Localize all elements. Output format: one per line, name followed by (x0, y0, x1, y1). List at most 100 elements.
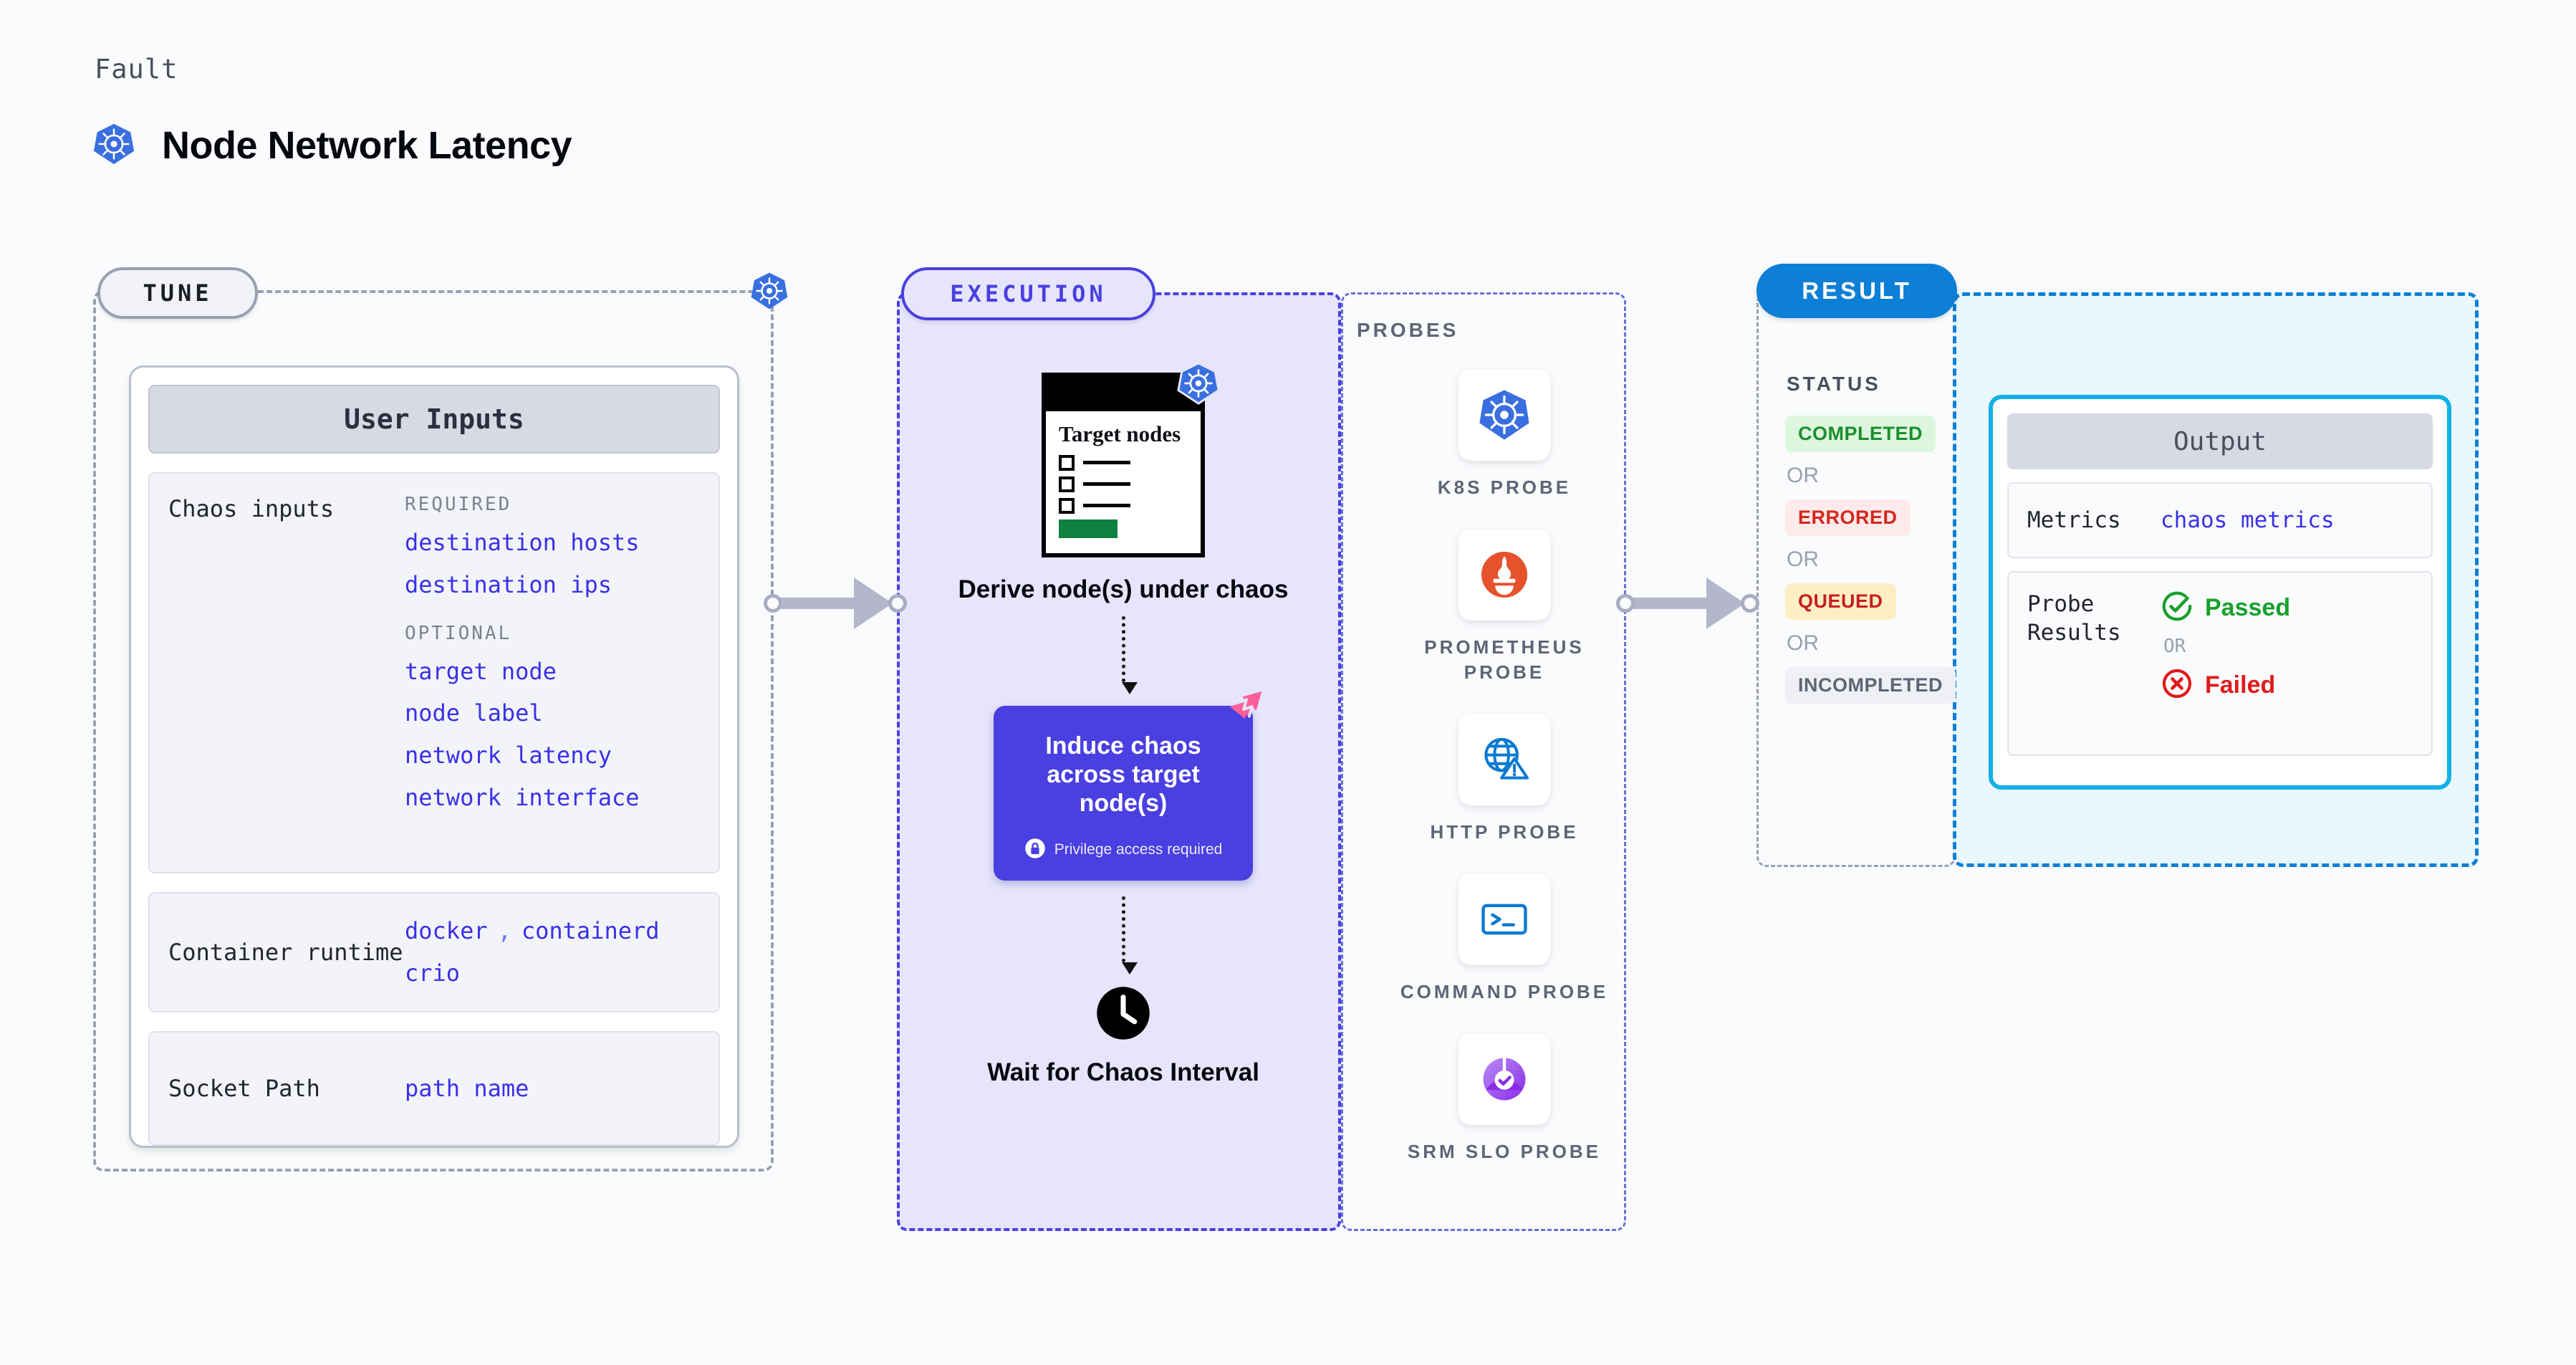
x-circle-icon (2161, 667, 2193, 703)
arrow-start-dot (764, 594, 782, 613)
kubernetes-icon (1458, 369, 1550, 461)
probe-item-srm-slo[interactable]: SRM SLO PROBE (1383, 1033, 1626, 1164)
node-checkbox-row (1059, 476, 1188, 492)
runtime-containerd[interactable]: containerd (521, 917, 660, 945)
status-badge-errored: ERRORED (1785, 499, 1911, 536)
lock-icon (1024, 838, 1046, 862)
runtime-separator: , (497, 917, 511, 945)
kubernetes-icon (1176, 361, 1221, 408)
flow-connector-1 (1122, 616, 1138, 694)
checkbox-icon[interactable] (1059, 454, 1075, 471)
arrow-shaft (1632, 598, 1712, 609)
socket-path-value[interactable]: path name (405, 1074, 529, 1102)
page-title: Node Network Latency (162, 124, 572, 167)
input-node-label[interactable]: node label (405, 699, 543, 727)
input-network-interface[interactable]: network interface (405, 783, 640, 811)
checkbox-icon[interactable] (1059, 497, 1075, 514)
confirm-bar (1059, 519, 1118, 538)
target-nodes-card: Target nodes (1042, 362, 1220, 557)
probe-label: COMMAND PROBE (1400, 981, 1609, 1003)
kubernetes-icon (92, 122, 136, 169)
status-subpanel-border (1756, 292, 1956, 867)
tune-panel (93, 290, 774, 1172)
placeholder-line (1083, 504, 1130, 508)
privilege-note-row: Privilege access required (1008, 838, 1239, 862)
status-or: OR (1787, 464, 1819, 487)
status-label: STATUS (1787, 373, 1881, 395)
container-runtime-section: Container runtime docker , containerd cr… (148, 892, 720, 1012)
required-group-title: REQUIRED (405, 494, 512, 515)
input-network-latency[interactable]: network latency (405, 742, 612, 770)
dotted-line (1122, 616, 1125, 682)
arrow-end-dot (1741, 594, 1759, 613)
chaos-inputs-label: Chaos inputs (168, 495, 335, 522)
metrics-value[interactable]: chaos metrics (2161, 507, 2335, 533)
probes-label: PROBES (1357, 319, 1459, 341)
execution-badge[interactable]: EXECUTION (901, 267, 1155, 320)
arrow-execution-to-result (1616, 578, 1759, 629)
fault-eyebrow: Fault (95, 54, 178, 85)
probe-item-prometheus[interactable]: PROMETHEUS PROBE (1383, 529, 1626, 685)
node-checkbox-row (1059, 454, 1188, 471)
input-destination-ips[interactable]: destination ips (405, 570, 612, 598)
derive-nodes-caption: Derive node(s) under chaos (958, 575, 1289, 603)
wait-chaos-caption: Wait for Chaos Interval (987, 1058, 1259, 1087)
probe-result-passed: Passed (2161, 590, 2290, 626)
arrow-end-dot (888, 594, 907, 613)
probe-result-failed: Failed (2161, 667, 2290, 703)
container-runtime-label: Container runtime (168, 938, 403, 966)
optional-group-title: OPTIONAL (405, 622, 512, 644)
probes-list: K8S PROBE PROMETHEUS PROBE (1383, 369, 1626, 1194)
output-card: Output Metrics chaos metrics Probe Resul… (1989, 395, 2451, 790)
placeholder-line (1083, 461, 1130, 465)
socket-path-label: Socket Path (168, 1074, 320, 1102)
probe-item-command[interactable]: COMMAND PROBE (1383, 873, 1626, 1005)
checkbox-icon[interactable] (1059, 476, 1075, 492)
status-stack: COMPLETED OR ERRORED OR QUEUED OR INCOMP… (1785, 416, 1979, 704)
page-title-row: Node Network Latency (92, 122, 572, 169)
slo-gauge-icon (1458, 1033, 1550, 1126)
result-badge[interactable]: RESULT (1756, 264, 1957, 318)
arrow-down-icon (1122, 962, 1138, 975)
input-destination-hosts[interactable]: destination hosts (405, 529, 640, 556)
prometheus-icon (1458, 529, 1550, 621)
privilege-note: Privilege access required (1054, 841, 1223, 858)
status-badge-queued: QUEUED (1785, 583, 1896, 620)
induce-chaos-box[interactable]: Induce chaos across target node(s) Privi… (994, 691, 1262, 881)
placeholder-line (1083, 482, 1130, 487)
user-inputs-title: User Inputs (148, 385, 720, 454)
card-title-bar (1046, 377, 1201, 411)
probe-label: K8S PROBE (1437, 476, 1572, 498)
status-badge-completed: COMPLETED (1785, 416, 1936, 452)
target-nodes-title: Target nodes (1059, 421, 1181, 446)
arrow-down-icon (1122, 682, 1138, 694)
terminal-icon (1458, 873, 1550, 966)
arrow-right-icon (854, 578, 893, 629)
passed-text: Passed (2205, 593, 2291, 621)
probe-item-http[interactable]: HTTP PROBE (1383, 714, 1626, 845)
tune-badge[interactable]: TUNE (97, 267, 258, 319)
flow-connector-2 (1122, 896, 1138, 975)
probe-label: HTTP PROBE (1430, 821, 1579, 843)
tune-kubernetes-icon (749, 271, 789, 314)
socket-path-section: Socket Path path name (148, 1031, 720, 1146)
runtime-docker[interactable]: docker (405, 917, 488, 945)
arrow-tune-to-execution (764, 578, 907, 629)
probe-results-label: Probe Results (2027, 591, 2121, 646)
input-target-node[interactable]: target node (405, 657, 557, 685)
user-inputs-card: User Inputs Chaos inputs REQUIRED destin… (129, 365, 739, 1148)
runtime-crio[interactable]: crio (405, 959, 461, 987)
output-title: Output (2007, 413, 2433, 469)
dotted-line (1122, 896, 1125, 963)
arrow-shaft (779, 598, 860, 609)
failed-text: Failed (2205, 671, 2276, 699)
probe-result-or: OR (2163, 636, 2186, 657)
metrics-label: Metrics (2027, 507, 2121, 533)
probe-item-k8s[interactable]: K8S PROBE (1383, 369, 1626, 500)
output-probe-results-row: Probe Results Passed OR (2007, 571, 2433, 756)
tune-panel-border (93, 290, 774, 1172)
arrow-start-dot (1616, 594, 1635, 613)
status-or: OR (1787, 547, 1819, 571)
globe-warning-icon (1458, 714, 1550, 806)
